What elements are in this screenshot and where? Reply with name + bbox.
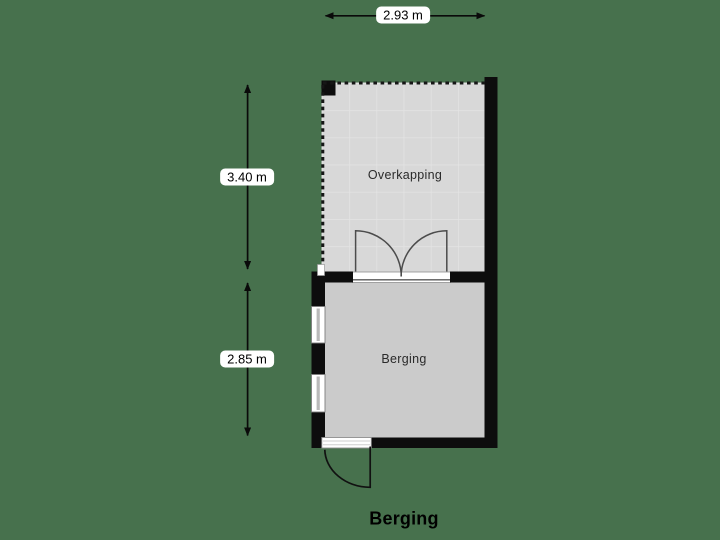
left-wall <box>311 271 325 448</box>
entry-door-threshold <box>321 437 372 449</box>
plan-title: Berging <box>369 508 439 529</box>
bottom-wall <box>311 437 498 448</box>
wall-end-cap <box>317 264 325 276</box>
room-label-overkapping: Overkapping <box>367 168 443 182</box>
right-wall <box>484 77 498 448</box>
dimension-label-berging: 2.85 m <box>220 350 274 368</box>
double-door-right-leaf <box>400 230 448 277</box>
dimension-label-top: 2.93 m <box>376 6 430 24</box>
divider-wall-left <box>311 271 353 283</box>
double-door <box>354 230 448 277</box>
window-1 <box>311 306 326 344</box>
entry-door <box>323 446 372 489</box>
window-2 <box>311 374 326 413</box>
double-door-left-leaf <box>354 230 403 277</box>
divider-wall-right <box>450 271 490 283</box>
berging-floor <box>324 281 486 439</box>
overkapping-floor <box>321 82 485 273</box>
room-label-berging: Berging <box>381 352 427 366</box>
dimension-label-overkapping: 3.40 m <box>220 168 274 186</box>
